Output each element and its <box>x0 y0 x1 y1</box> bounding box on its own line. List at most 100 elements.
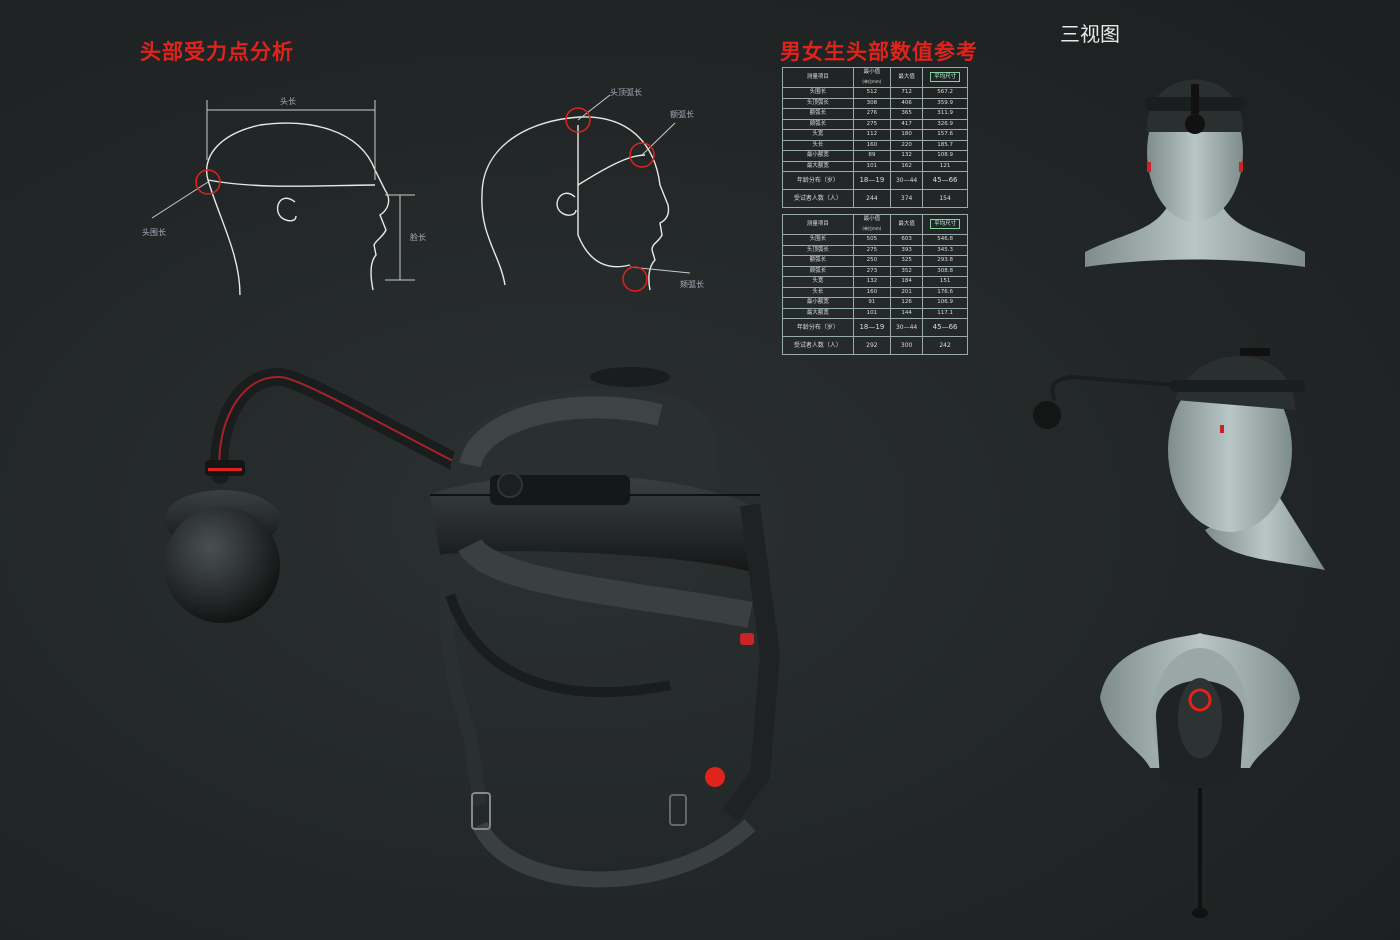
table-cell: 最大额宽 <box>782 307 854 319</box>
table-cell: 年龄分布（岁） <box>782 171 854 190</box>
forehead-arc-label: 额弧长 <box>670 109 694 119</box>
table-cell: 18—19 <box>852 171 892 190</box>
table-cell: 250 <box>852 255 892 267</box>
table-cell: 132 <box>852 276 892 288</box>
head-arcs-sketch: 头顶弧长 额弧长 颏弧长 <box>481 87 704 292</box>
table-cell: 头宽 <box>782 276 854 288</box>
table-cell: 603 <box>890 234 924 246</box>
table-cell: 300 <box>890 336 924 355</box>
table-cell: 162 <box>890 160 924 172</box>
table-cell: 106.9 <box>922 297 968 309</box>
table-cell: 头顶弧长 <box>782 97 854 109</box>
force-analysis-title: 头部受力点分析 <box>140 40 294 64</box>
table-cell: 144 <box>890 307 924 319</box>
table-cell: 头顶弧长 <box>782 244 854 256</box>
face-height-label: 脸长 <box>410 232 426 242</box>
table-cell: 180 <box>890 129 924 141</box>
table-cell: 151 <box>922 276 968 288</box>
col-header: 测量项目 <box>782 214 854 235</box>
top-arc-label: 头顶弧长 <box>610 87 642 97</box>
table-cell: 308 <box>852 97 892 109</box>
table-cell: 112 <box>852 129 892 141</box>
table-cell: 567.2 <box>922 87 968 99</box>
table-cell: 160 <box>852 286 892 298</box>
table-cell: 18—19 <box>852 318 892 337</box>
table-cell: 101 <box>852 307 892 319</box>
table-cell: 406 <box>890 97 924 109</box>
table-cell: 393 <box>890 244 924 256</box>
table-cell: 292 <box>852 336 892 355</box>
head-length-label: 头长 <box>280 96 296 106</box>
table-cell: 417 <box>890 118 924 130</box>
table-cell: 311.9 <box>922 108 968 120</box>
table-cell: 505 <box>852 234 892 246</box>
table-cell: 201 <box>890 286 924 298</box>
table-cell: 345.3 <box>922 244 968 256</box>
table-cell: 最小额宽 <box>782 297 854 309</box>
table-cell: 最大额宽 <box>782 160 854 172</box>
table-cell: 293.8 <box>922 255 968 267</box>
three-views-title: 三视图 <box>1060 22 1120 46</box>
table-cell: 121 <box>922 160 968 172</box>
col-header: 最小值(单位mm) <box>852 214 892 235</box>
col-header: 最小值(单位mm) <box>852 67 892 88</box>
table-cell: 受试者人数（人） <box>782 189 854 208</box>
table-cell: 242 <box>922 336 968 355</box>
table-cell: 91 <box>852 297 892 309</box>
table-cell: 276 <box>852 108 892 120</box>
table-cell: 89 <box>852 150 892 162</box>
front-view-render <box>1085 79 1305 267</box>
table-cell: 45—66 <box>922 318 968 337</box>
table-cell: 275 <box>852 244 892 256</box>
table-cell: 30—44 <box>890 318 924 337</box>
table-cell: 273 <box>852 265 892 277</box>
table-cell: 275 <box>852 118 892 130</box>
table-cell: 132 <box>890 150 924 162</box>
col-header: 测量项目 <box>782 67 854 88</box>
table-cell: 326.9 <box>922 118 968 130</box>
table-cell: 头围长 <box>782 234 854 246</box>
col-header: 最大值 <box>890 214 924 235</box>
table-cell: 117.1 <box>922 307 968 319</box>
table-cell: 176.6 <box>922 286 968 298</box>
table-cell: 颏弧长 <box>782 118 854 130</box>
table-cell: 352 <box>890 265 924 277</box>
table-cell: 220 <box>890 139 924 151</box>
table-cell: 374 <box>890 189 924 208</box>
table-cell: 头围长 <box>782 87 854 99</box>
col-header: 平均尺寸 <box>922 67 968 88</box>
col-header: 最大值 <box>890 67 924 88</box>
table-cell: 30—44 <box>890 171 924 190</box>
side-view-render <box>1033 348 1325 570</box>
table-cell: 154 <box>922 189 968 208</box>
table-cell: 157.6 <box>922 129 968 141</box>
table-cell: 359.9 <box>922 97 968 109</box>
table-cell: 受试者人数（人） <box>782 336 854 355</box>
table-cell: 244 <box>852 189 892 208</box>
table-cell: 头长 <box>782 286 854 298</box>
table-cell: 512 <box>852 87 892 99</box>
head-length-sketch: 头长 头围长 脸长 <box>142 96 426 296</box>
table-cell: 额弧长 <box>782 108 854 120</box>
table-cell: 160 <box>852 139 892 151</box>
table-cell: 额弧长 <box>782 255 854 267</box>
